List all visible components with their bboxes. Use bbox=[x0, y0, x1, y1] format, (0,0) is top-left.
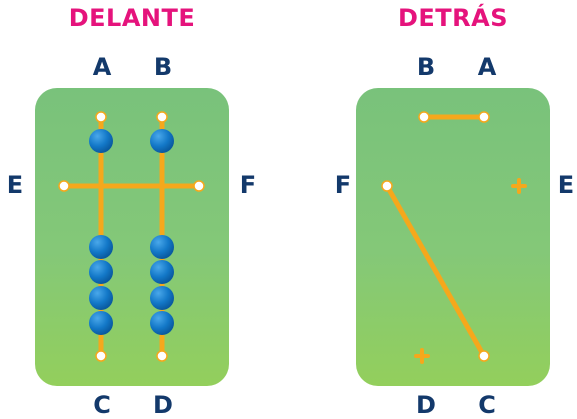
front-label-top-left: A bbox=[92, 53, 112, 81]
back-hole-c bbox=[478, 350, 490, 362]
back-title: DETRÁS bbox=[397, 4, 509, 32]
back-hole-b bbox=[418, 111, 430, 123]
front-label-top-right: B bbox=[153, 53, 173, 81]
bead bbox=[150, 235, 174, 259]
back-label-right: E bbox=[557, 171, 575, 199]
front-strings bbox=[61, 114, 202, 359]
back-label-top-left: B bbox=[416, 53, 436, 81]
back-board bbox=[356, 88, 550, 386]
back-knot-e bbox=[511, 178, 527, 194]
bead bbox=[89, 235, 113, 259]
front-hole-a bbox=[95, 111, 107, 123]
back-holes bbox=[381, 111, 490, 362]
front-hole-c bbox=[95, 350, 107, 362]
back-label-top-right: A bbox=[477, 53, 497, 81]
front-beads bbox=[89, 129, 174, 335]
back-knots bbox=[414, 178, 527, 364]
back-strings bbox=[384, 114, 487, 359]
bead bbox=[89, 311, 113, 335]
back-string-f-c bbox=[384, 183, 487, 359]
front-title: DELANTE bbox=[68, 4, 196, 32]
bead bbox=[150, 129, 174, 153]
bead bbox=[150, 260, 174, 284]
bead bbox=[89, 260, 113, 284]
front-label-left: E bbox=[6, 171, 24, 199]
bead bbox=[89, 129, 113, 153]
bead bbox=[150, 286, 174, 310]
front-hole-f bbox=[193, 180, 205, 192]
back-hole-a bbox=[478, 111, 490, 123]
front-board bbox=[35, 88, 229, 386]
bead bbox=[89, 286, 113, 310]
back-label-left: F bbox=[334, 171, 352, 199]
front-holes bbox=[58, 111, 205, 362]
front-hole-e bbox=[58, 180, 70, 192]
bead bbox=[150, 311, 174, 335]
front-hole-b bbox=[156, 111, 168, 123]
back-hole-f bbox=[381, 180, 393, 192]
front-label-right: F bbox=[239, 171, 257, 199]
back-knot-d bbox=[414, 348, 430, 364]
front-hole-d bbox=[156, 350, 168, 362]
